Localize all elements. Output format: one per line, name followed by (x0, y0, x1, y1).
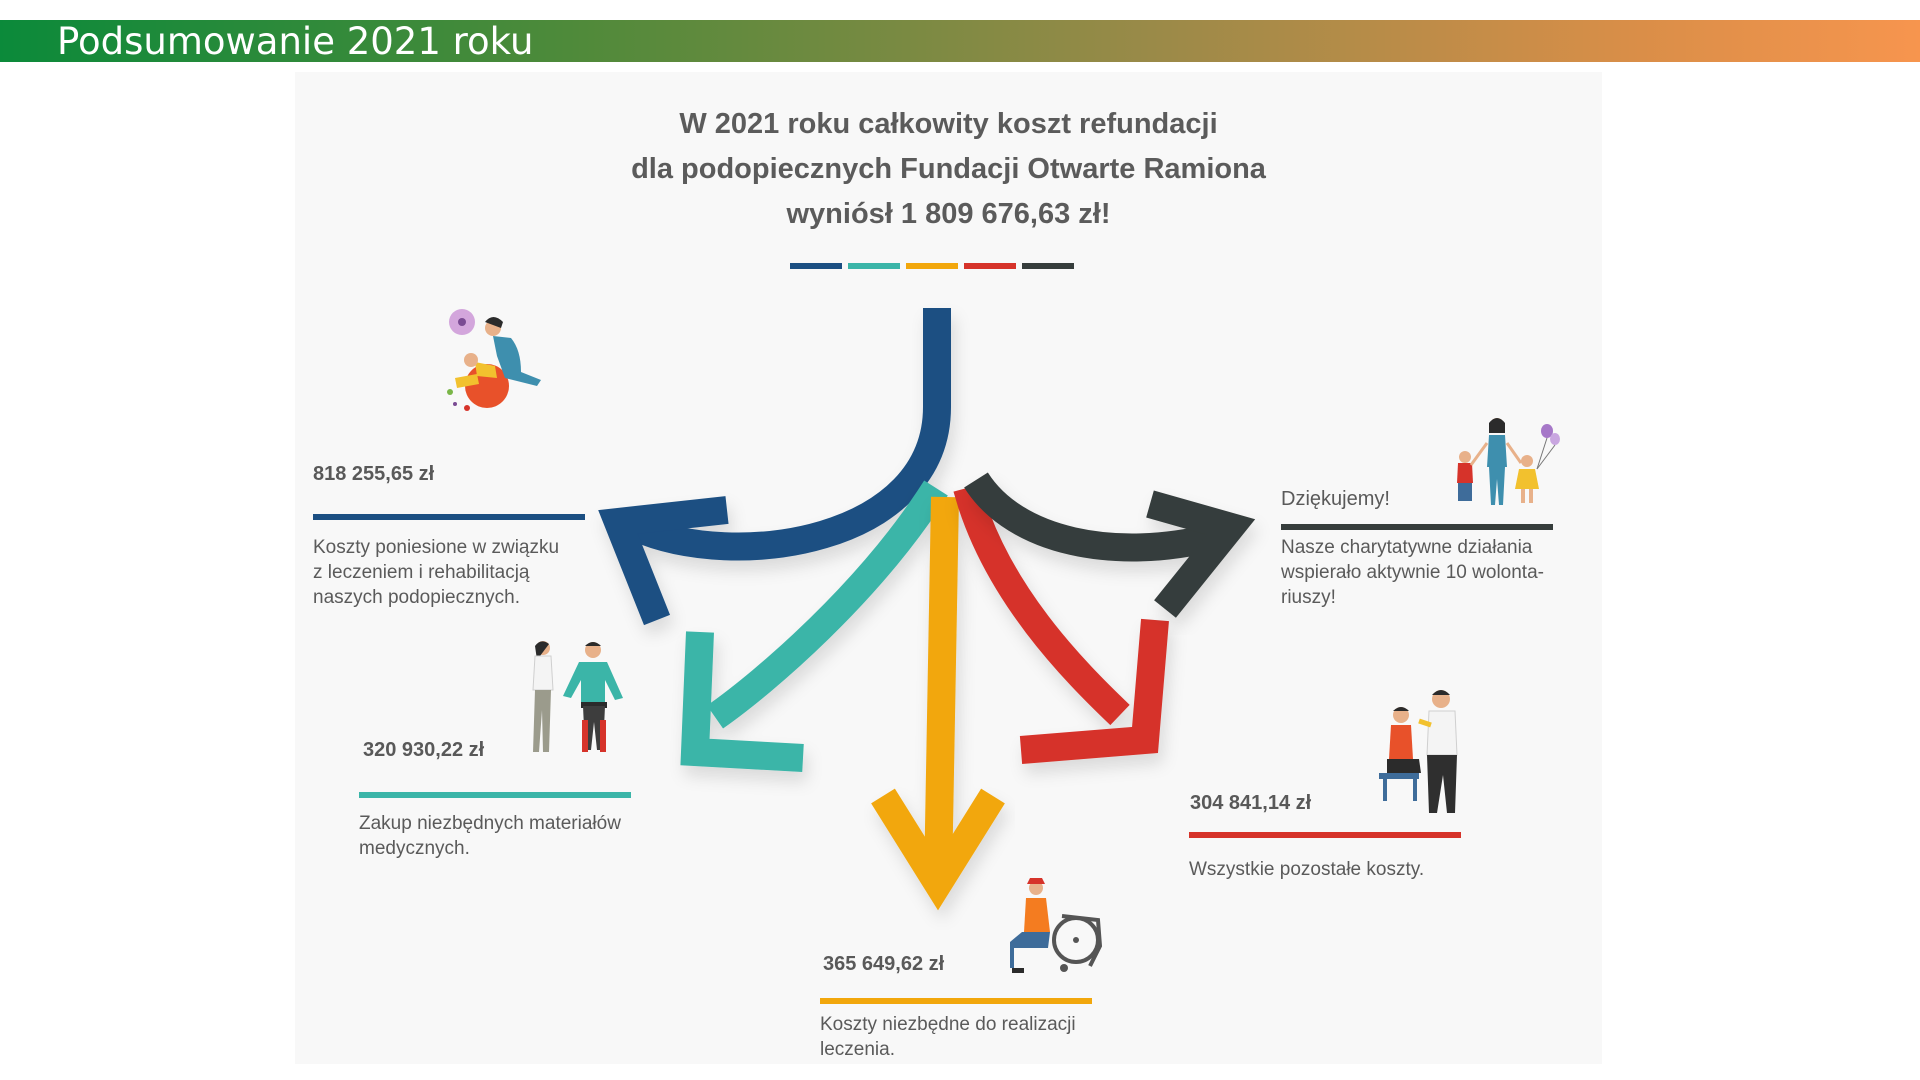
materials-amount: 320 930,22 zł (363, 739, 485, 761)
thanks-heading: Dziękujemy! (1281, 488, 1390, 510)
header-bar: Podsumowanie 2021 roku (0, 20, 1920, 63)
thanks-desc-line-2: wspierało aktywnie 10 wolonta- (1281, 562, 1544, 583)
thanks-rule (1281, 524, 1553, 530)
treatment-desc-line-3: naszych podopiecznych. (313, 587, 521, 608)
realization-description: Koszty niezbędne do realizacji leczenia. (820, 1012, 1076, 1062)
arrow-dark (964, 472, 1256, 618)
treatment-rule (313, 514, 585, 520)
arrow-teal (680, 480, 948, 772)
doctor-illustration (1379, 690, 1458, 813)
materials-desc-line-2: medycznych. (359, 838, 470, 859)
cost-arrows (598, 308, 1256, 911)
realization-desc-line-2: leczenia. (820, 1039, 895, 1060)
thanks-desc-line-1: Nasze charytatywne działania (1281, 537, 1533, 558)
divider-blue (790, 263, 842, 269)
divider-teal (848, 263, 900, 269)
physiotherapy-illustration (447, 309, 541, 411)
treatment-description: Koszty poniesione w związku z leczeniem … (313, 535, 559, 610)
treatment-desc-line-1: Koszty poniesione w związku (313, 537, 560, 558)
arrow-yellow (871, 496, 1005, 911)
divider-dark (1022, 263, 1074, 269)
other-rule (1189, 832, 1461, 838)
infographic-panel: W 2021 roku całkowity koszt refundacji d… (295, 72, 1602, 1064)
thanks-description: Nasze charytatywne działania wspierało a… (1281, 535, 1544, 610)
rehabilitation-illustration (532, 641, 623, 752)
infographic-headline: W 2021 roku całkowity koszt refundacji d… (295, 102, 1602, 237)
other-description: Wszystkie pozostałe koszty. (1189, 857, 1424, 882)
page-title: Podsumowanie 2021 roku (57, 20, 534, 63)
family-illustration (1457, 418, 1560, 505)
materials-rule (359, 792, 631, 798)
headline-line-3: wyniósł 1 809 676,63 zł! (786, 198, 1111, 230)
other-desc-line-1: Wszystkie pozostałe koszty. (1189, 859, 1425, 880)
wheelchair-repair-illustration (1010, 878, 1103, 973)
divider-yellow (906, 263, 958, 269)
other-amount: 304 841,14 zł (1190, 792, 1312, 814)
treatment-desc-line-2: z leczeniem i rehabilitacją (313, 562, 530, 583)
headline-line-1: W 2021 roku całkowity koszt refundacji (679, 108, 1218, 140)
materials-desc-line-1: Zakup niezbędnych materiałów (359, 813, 621, 834)
thanks-desc-line-3: riuszy! (1281, 587, 1336, 608)
realization-desc-line-1: Koszty niezbędne do realizacji (820, 1014, 1076, 1035)
headline-line-2: dla podopiecznych Fundacji Otwarte Ramio… (631, 153, 1266, 185)
realization-rule (820, 998, 1092, 1004)
materials-description: Zakup niezbędnych materiałów medycznych. (359, 811, 621, 861)
treatment-amount: 818 255,65 zł (313, 463, 435, 485)
arrow-blue (598, 308, 951, 626)
arrow-red (953, 484, 1169, 764)
divider-red (964, 263, 1016, 269)
realization-amount: 365 649,62 zł (823, 953, 945, 975)
